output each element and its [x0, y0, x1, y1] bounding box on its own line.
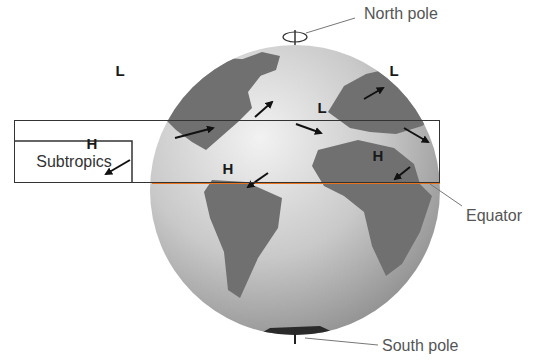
leader-line [305, 338, 378, 345]
band-label: Subtropics [36, 153, 112, 171]
wind-arrows [106, 88, 428, 187]
continents [158, 52, 442, 360]
axis [294, 334, 296, 344]
leader-line [430, 184, 462, 206]
pole-label: North pole [364, 6, 438, 22]
low-pressure-mark: L [115, 63, 124, 78]
high-pressure-mark: H [87, 136, 98, 151]
pole-label: South pole [382, 338, 459, 354]
band-divider [14, 141, 132, 183]
low-pressure-mark: L [389, 63, 398, 78]
equator-label: Equator [466, 208, 522, 224]
high-pressure-mark: H [373, 148, 384, 163]
low-pressure-mark: L [317, 100, 326, 115]
leader-line [306, 18, 355, 33]
high-pressure-mark: H [223, 161, 234, 176]
rotation-ring [283, 32, 307, 42]
